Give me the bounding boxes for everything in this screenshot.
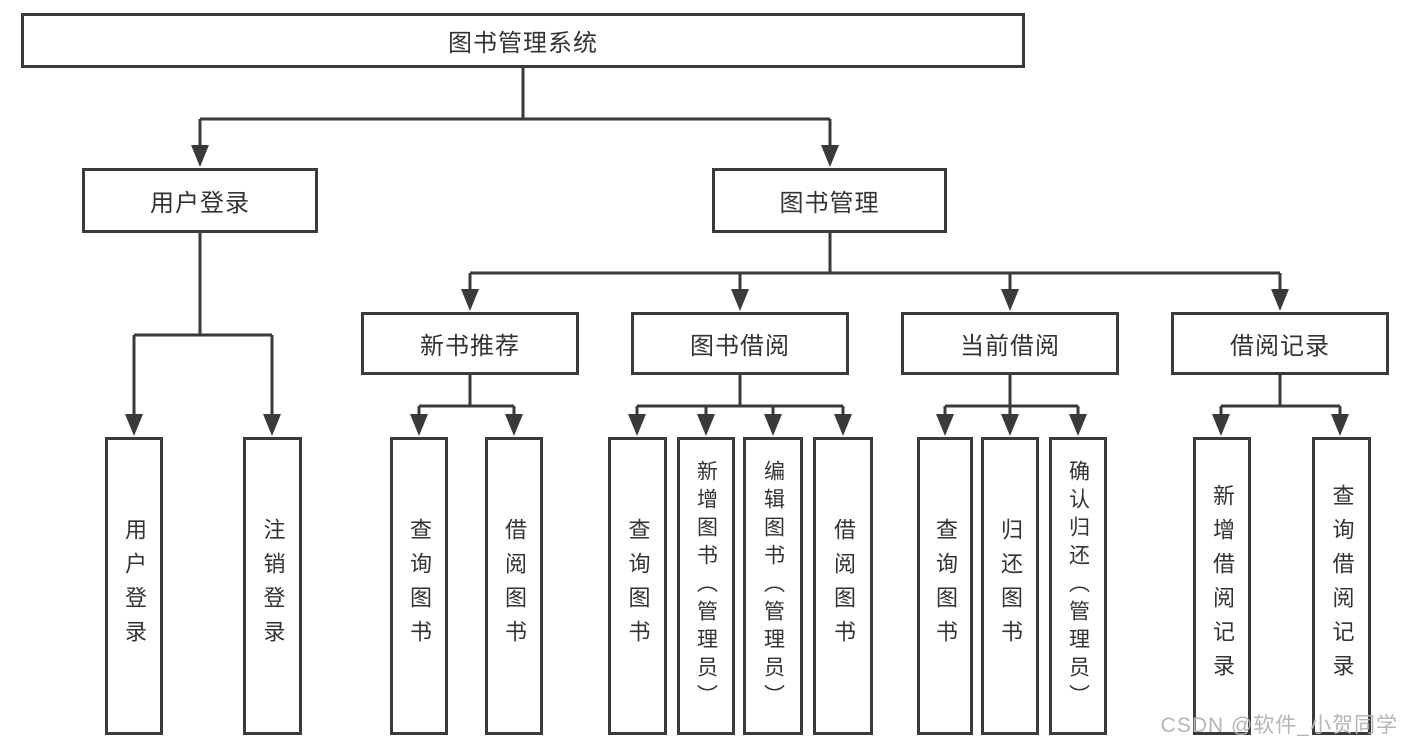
leaf-add-book-admin-label: 新增图书（管理员） [694,460,718,712]
leaf-query-books-recommend-label: 查询图书 [407,518,432,654]
node-current-borrow-label: 当前借阅 [960,333,1060,360]
node-book-management: 图书管理 [712,168,947,233]
leaf-query-books-current: 查询图书 [917,437,973,735]
leaf-query-books-borrow: 查询图书 [608,437,667,735]
leaf-query-books-current-label: 查询图书 [933,518,958,654]
leaf-query-borrow-record-label: 查询借阅记录 [1329,484,1355,688]
leaf-borrow-books-recommend-label: 借阅图书 [502,518,527,654]
watermark: CSDN @软件_小贺同学 [1160,714,1398,737]
leaf-add-borrow-record-label: 新增借阅记录 [1210,484,1235,688]
node-user-login: 用户登录 [82,168,318,233]
leaf-return-book-label: 归还图书 [998,518,1023,654]
leaf-query-books-borrow-label: 查询图书 [625,518,651,654]
leaf-user-login-label: 用户登录 [122,518,147,654]
node-root: 图书管理系统 [21,13,1025,68]
leaf-borrow-books-recommend: 借阅图书 [485,437,543,735]
node-user-login-label: 用户登录 [150,190,250,217]
leaf-add-borrow-record: 新增借阅记录 [1193,437,1251,735]
leaf-logout: 注销登录 [243,437,302,735]
leaf-confirm-return-admin-label: 确认归还（管理员） [1066,460,1090,712]
node-borrow-records: 借阅记录 [1171,312,1389,375]
node-book-management-label: 图书管理 [779,190,880,217]
node-new-book-recommend-label: 新书推荐 [420,333,520,360]
node-book-borrow-label: 图书借阅 [690,333,790,360]
leaf-confirm-return-admin: 确认归还（管理员） [1049,437,1107,735]
leaf-query-books-recommend: 查询图书 [390,437,448,735]
leaf-borrow-books: 借阅图书 [813,437,873,735]
leaf-borrow-books-label: 借阅图书 [831,518,856,654]
leaf-add-book-admin: 新增图书（管理员） [677,437,735,735]
node-borrow-records-label: 借阅记录 [1230,333,1330,360]
leaf-query-borrow-record: 查询借阅记录 [1312,437,1371,735]
leaf-return-book: 归还图书 [981,437,1039,735]
node-root-label: 图书管理系统 [448,30,598,57]
leaf-edit-book-admin: 编辑图书（管理员） [743,437,803,735]
leaf-user-login: 用户登录 [105,437,163,735]
leaf-edit-book-admin-label: 编辑图书（管理员） [761,460,785,712]
node-current-borrow: 当前借阅 [901,312,1119,375]
node-book-borrow: 图书借阅 [631,312,849,375]
leaf-logout-label: 注销登录 [260,518,286,654]
node-new-book-recommend: 新书推荐 [361,312,579,375]
